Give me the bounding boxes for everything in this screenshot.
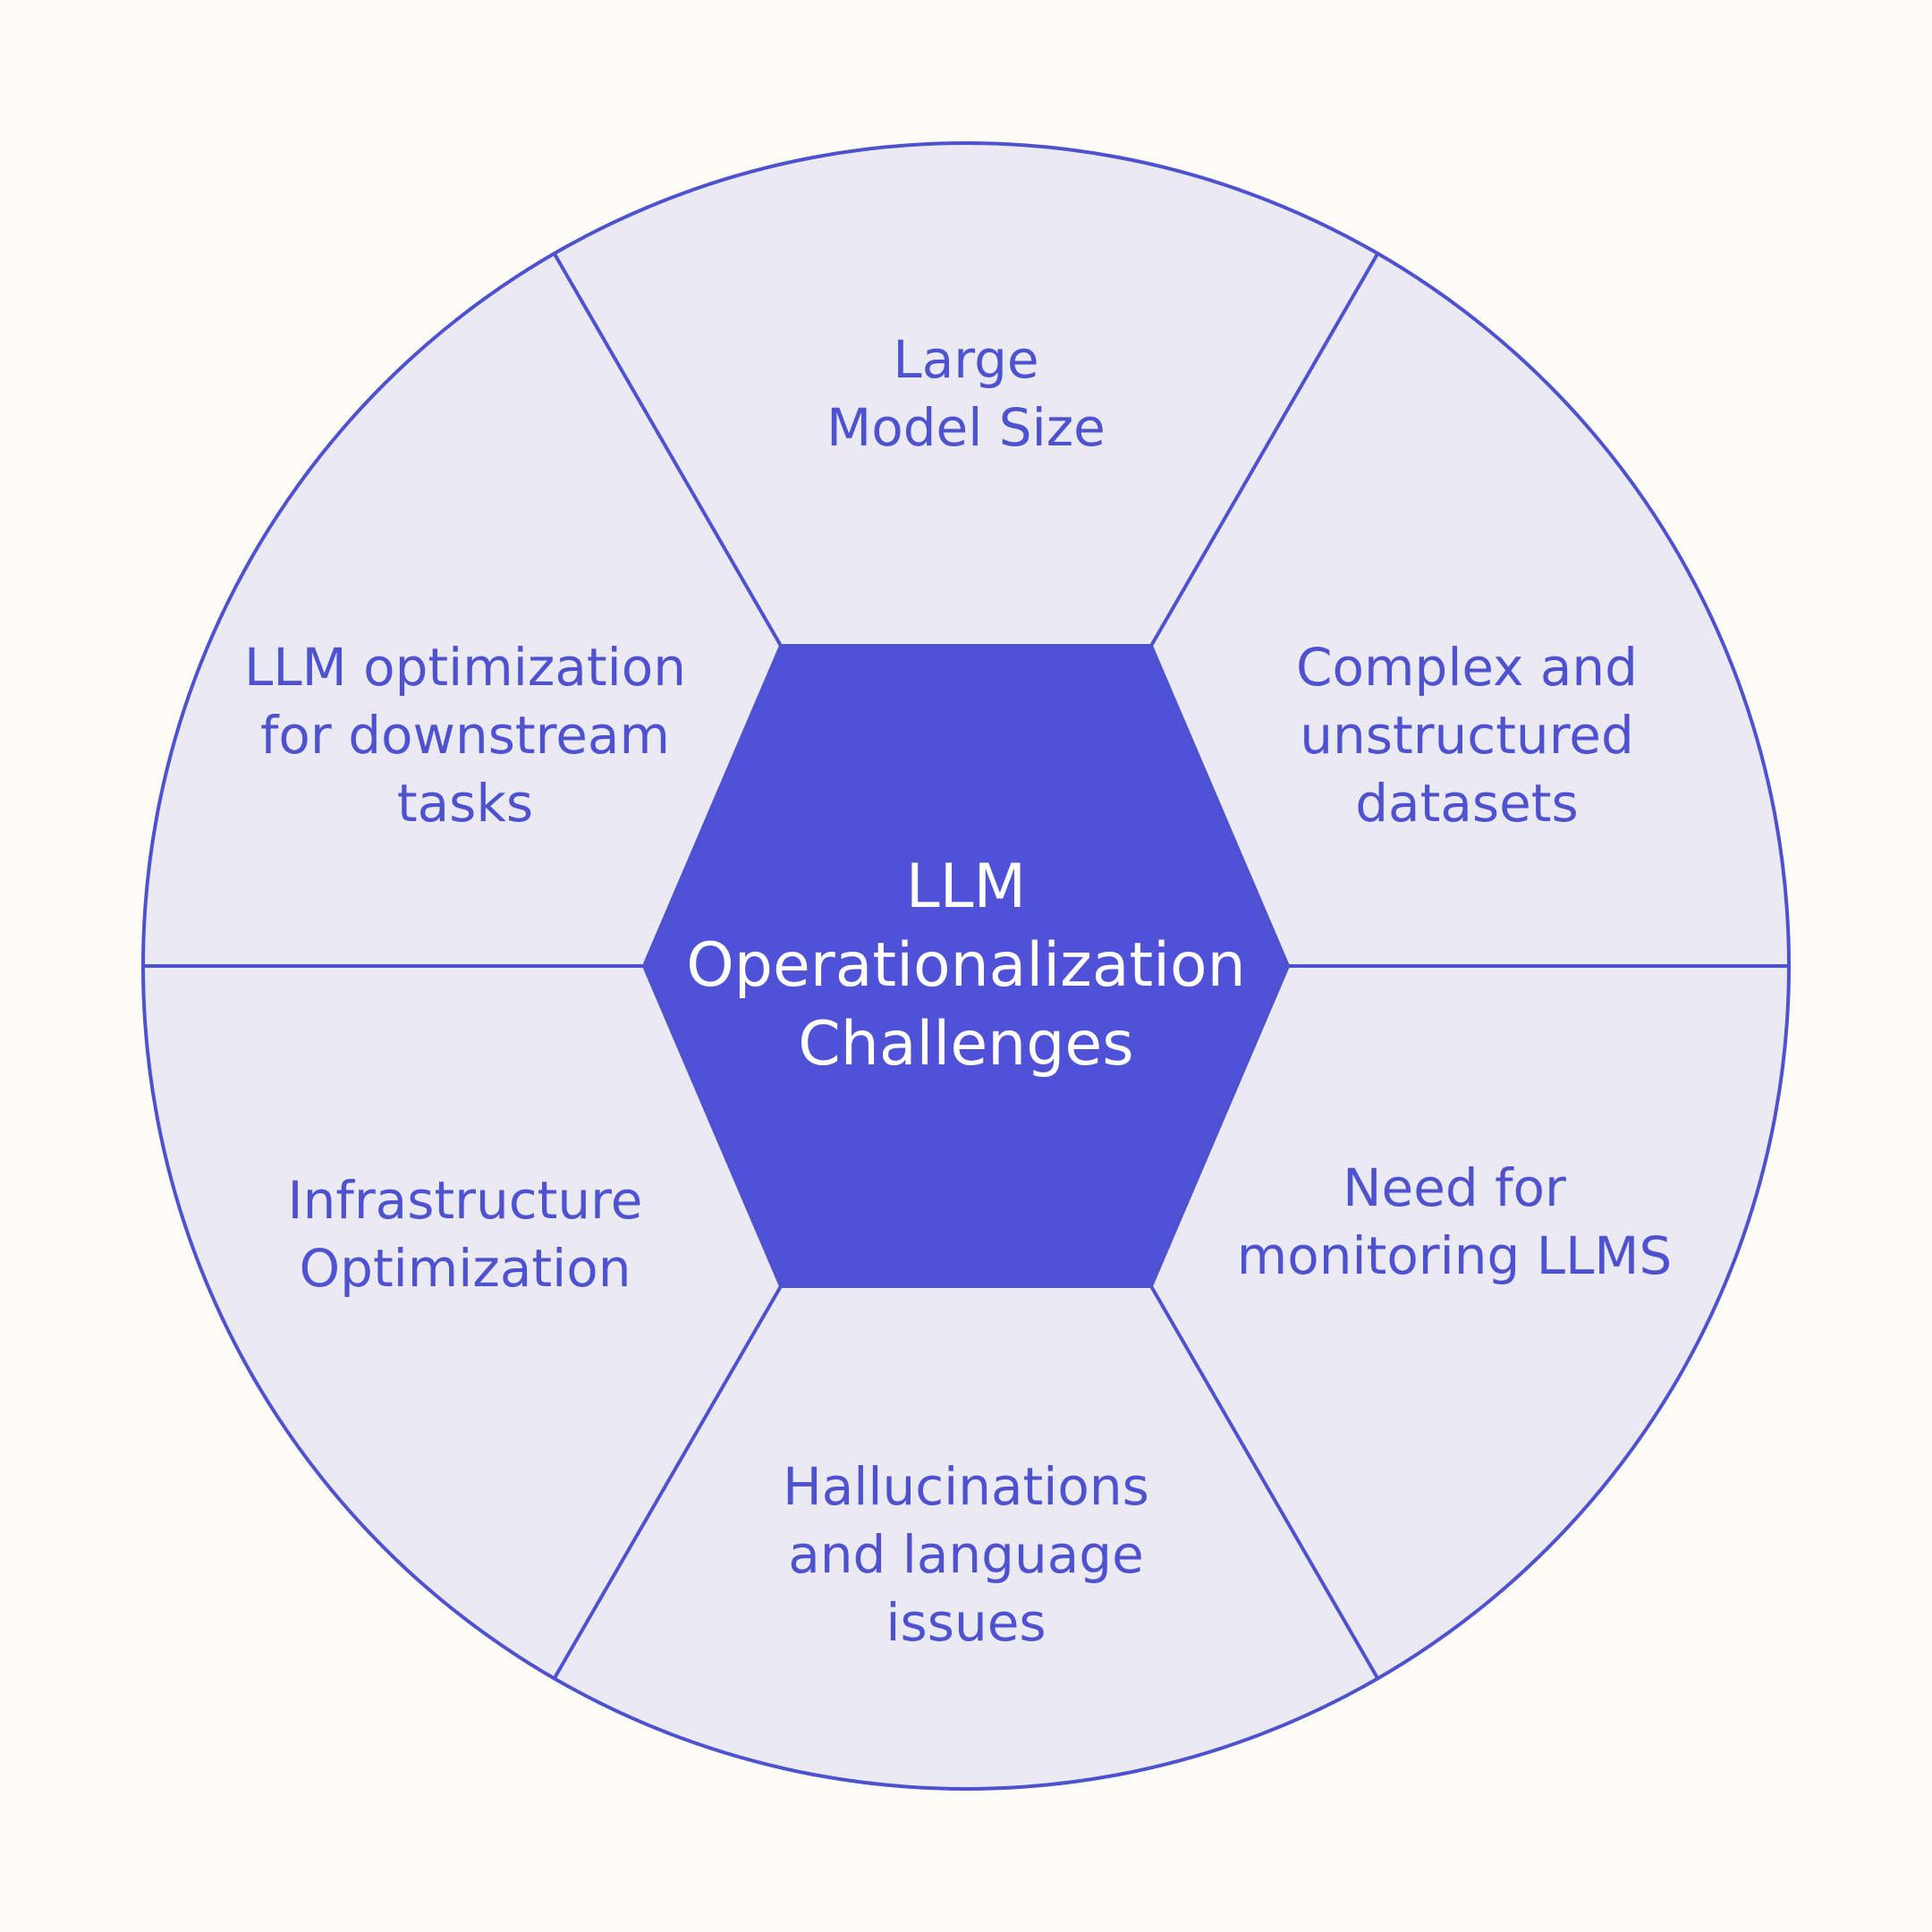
segment-label-line: Hallucinations (783, 1456, 1149, 1517)
segment-label-line: LLM optimization (244, 637, 686, 698)
center-title-line-1: LLM (905, 852, 1027, 922)
center-title-line-3: Challenges (798, 1009, 1134, 1080)
segment-label-line: unstructured (1300, 705, 1634, 766)
segment-label-monitoring-llms: Need for monitoring LLMS (1237, 1154, 1673, 1290)
segment-label-line: tasks (396, 773, 534, 834)
center-title: LLM Operationalization Challenges (686, 848, 1245, 1084)
segment-label-line: Model Size (826, 397, 1106, 458)
segment-label-line: datasets (1355, 773, 1579, 834)
divider-upper-left (553, 252, 783, 648)
segment-label-infrastructure-optimization: Infrastructure Optimization (288, 1166, 643, 1302)
segment-label-line: monitoring LLMS (1236, 1225, 1673, 1286)
center-title-line-2: Operationalization (686, 930, 1246, 1001)
segment-label-line: Complex and (1296, 637, 1638, 698)
segment-label-line: and language (788, 1524, 1144, 1585)
segment-dividers (143, 252, 1789, 1680)
segment-label-line: Large (893, 329, 1039, 390)
segment-label-complex-datasets: Complex and unstructured datasets (1296, 633, 1638, 837)
divider-lower-left (553, 1284, 783, 1680)
segment-label-hallucinations: Hallucinations and language issues (783, 1453, 1149, 1657)
segment-label-line: Optimization (299, 1238, 631, 1299)
segment-label-line: Infrastructure (287, 1170, 643, 1231)
segment-label-line: issues (886, 1592, 1046, 1653)
segment-label-llm-optimization: LLM optimization for downstream tasks (244, 633, 686, 837)
segment-label-line: for downstream (260, 705, 670, 766)
center-hexagon (641, 644, 1291, 1288)
divider-lower-right (1149, 1284, 1379, 1680)
segment-label-large-model-size: Large Model Size (826, 326, 1106, 462)
segment-label-line: Need for (1343, 1157, 1566, 1218)
divider-upper-right (1149, 252, 1379, 648)
